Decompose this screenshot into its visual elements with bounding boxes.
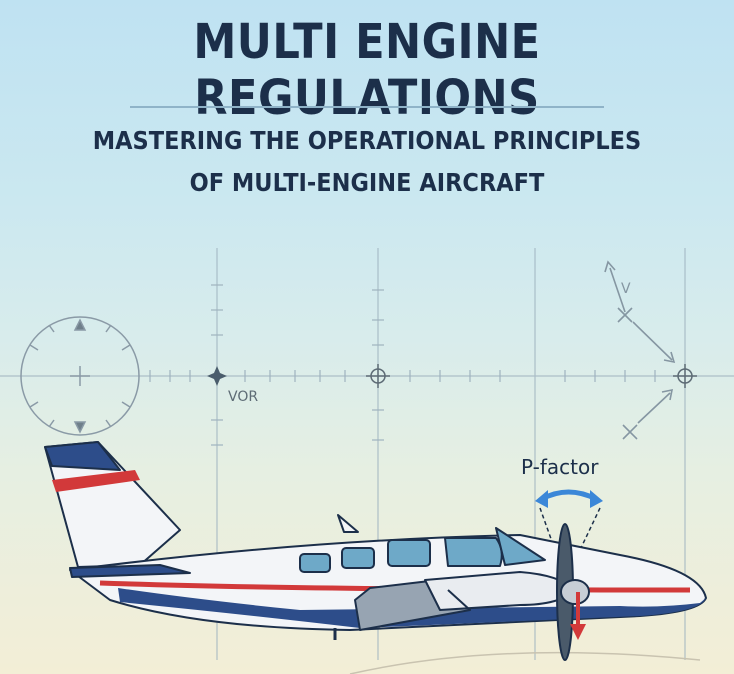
title-divider [130, 106, 604, 108]
twin-engine-airplane [44, 441, 707, 661]
subtitle-line-2: OF MULTI-ENGINE AIRCRAFT [189, 168, 545, 197]
grid-ticks [149, 284, 656, 446]
subtitle-line-1: MASTERING THE OPERATIONAL PRINCIPLES [92, 126, 642, 155]
vector-label: V [621, 281, 631, 297]
p-factor-label: P-factor [521, 455, 599, 479]
vor-label: VOR [228, 389, 258, 405]
ground-arc [349, 651, 701, 674]
waypoint-icon [673, 364, 697, 388]
vector-arrows [604, 260, 676, 440]
page-title: MULTI ENGINE REGULATIONS [193, 14, 541, 126]
thrust-arrow-icon [570, 592, 586, 640]
vor-station-icon [207, 366, 227, 386]
waypoint-icon [366, 364, 390, 388]
compass-icon [20, 316, 140, 436]
